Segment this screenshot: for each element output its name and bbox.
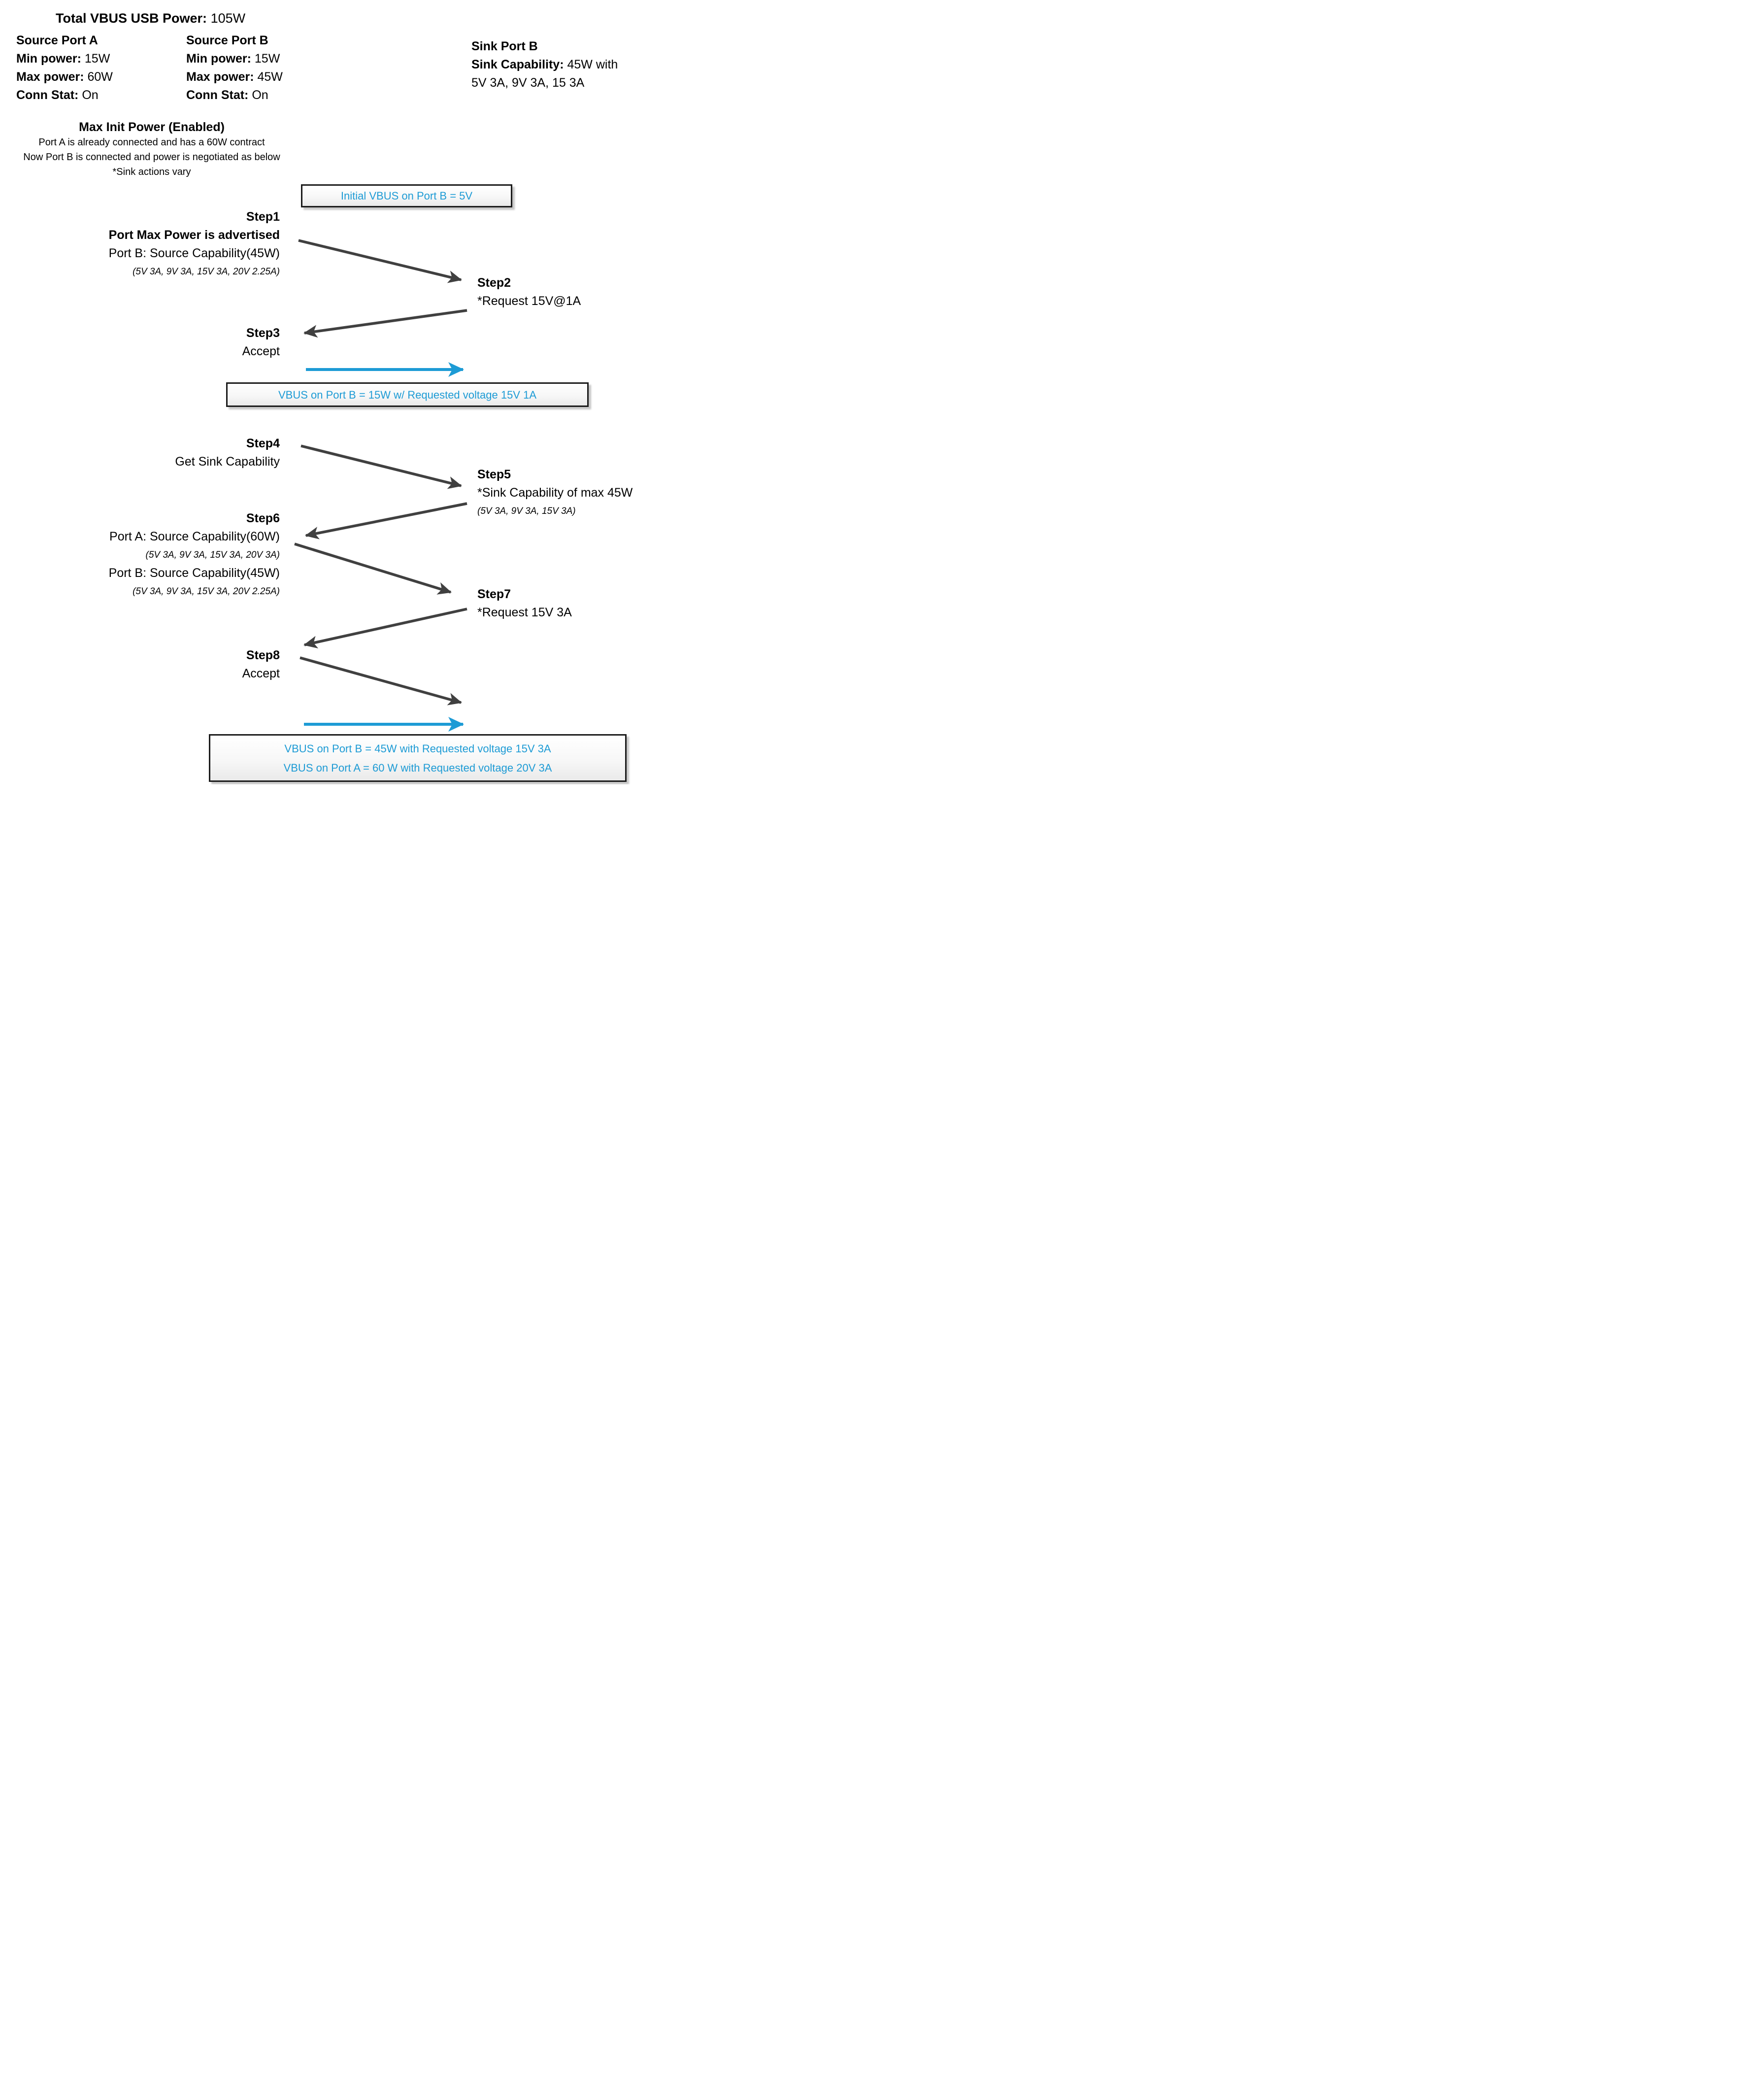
step5-pdo-list: (5V 3A, 9V 3A, 15V 3A): [477, 506, 576, 516]
step3-message: Accept: [242, 344, 280, 358]
step4-message: Get Sink Capability: [175, 455, 280, 469]
step5-message: *Sink Capability of max 45W: [477, 486, 633, 500]
scenario-line-1: Port A is already connected and has a 60…: [38, 137, 265, 148]
source-port-b-title: Source Port B: [186, 34, 268, 47]
step6-message-port-b: Port B: Source Capability(45W): [108, 566, 280, 580]
sink-port-b-title: Sink Port B: [471, 39, 538, 53]
total-power-value: 105W: [210, 11, 246, 26]
banner-mid-vbus: VBUS on Port B = 15W w/ Requested voltag…: [226, 382, 589, 407]
step7-label: Step7: [477, 587, 511, 601]
source-port-a-conn-stat: Conn Stat: On: [16, 88, 99, 102]
total-power-label: Total VBUS USB Power:: [56, 11, 207, 26]
source-port-b-conn-stat: Conn Stat: On: [186, 88, 268, 102]
source-port-a-max-power: Max power: 60W: [16, 70, 113, 84]
step1-heading: Port Max Power is advertised: [108, 228, 280, 242]
scenario-note: Max Init Power (Enabled) Port A is alrea…: [0, 119, 303, 179]
banner-final-line-2: VBUS on Port A = 60 W with Requested vol…: [283, 761, 552, 774]
message-arrow-step5-to-step6: [305, 502, 467, 540]
step1-pdo-list: (5V 3A, 9V 3A, 15V 3A, 20V 2.25A): [133, 267, 280, 277]
banner-initial-vbus: Initial VBUS on Port B = 5V: [301, 184, 512, 207]
step3-block: Step3 Accept: [242, 324, 280, 361]
step2-block: Step2 *Request 15V@1A: [477, 274, 581, 310]
step2-label: Step2: [477, 276, 511, 290]
message-arrow-step2-to-step3: [303, 309, 467, 338]
source-port-a-panel: Source Port A Min power: 15W Max power: …: [16, 32, 113, 104]
step4-block: Step4 Get Sink Capability: [175, 435, 280, 471]
message-arrow-step6-to-step7: [294, 542, 452, 595]
message-arrow-step7-to-step8: [303, 607, 467, 649]
step7-block: Step7 *Request 15V 3A: [477, 585, 572, 622]
source-port-b-panel: Source Port B Min power: 15W Max power: …: [186, 32, 283, 104]
sink-port-b-panel: Sink Port B Sink Capability: 45W with 5V…: [471, 37, 618, 92]
step6-pdo-list-port-b: (5V 3A, 9V 3A, 15V 3A, 20V 2.25A): [133, 586, 280, 597]
step8-label: Step8: [246, 648, 280, 662]
source-port-a-title: Source Port A: [16, 34, 98, 47]
sink-port-b-capability: Sink Capability: 45W with: [471, 58, 618, 71]
step5-block: Step5 *Sink Capability of max 45W (5V 3A…: [477, 466, 632, 520]
step6-label: Step6: [246, 511, 280, 525]
step8-message: Accept: [242, 667, 280, 680]
step8-block: Step8 Accept: [242, 646, 280, 683]
banner-final-vbus: VBUS on Port B = 45W with Requested volt…: [209, 734, 627, 782]
scenario-line-2: Now Port B is connected and power is neg…: [23, 152, 280, 163]
banner-final-line-1: VBUS on Port B = 45W with Requested volt…: [284, 742, 551, 755]
scenario-title: Max Init Power (Enabled): [79, 120, 225, 134]
message-arrow-step8-down: [300, 656, 462, 706]
diagram-root: Total VBUS USB Power: 105W Source Port A…: [0, 0, 662, 784]
step1-block: Step1 Port Max Power is advertised Port …: [109, 208, 280, 281]
step2-message: *Request 15V@1A: [477, 294, 581, 308]
step1-message: Port B: Source Capability(45W): [108, 246, 280, 260]
message-arrow-step4-to-step5: [300, 444, 462, 489]
step6-message-port-a: Port A: Source Capability(60W): [109, 530, 280, 543]
sink-port-b-capability-pdos: 5V 3A, 9V 3A, 15 3A: [471, 76, 585, 90]
step3-label: Step3: [246, 326, 280, 340]
page-title: Total VBUS USB Power: 105W: [56, 11, 245, 26]
step5-label: Step5: [477, 468, 511, 481]
step7-message: *Request 15V 3A: [477, 606, 572, 619]
message-arrow-step1-to-step2: [298, 239, 462, 283]
source-port-b-max-power: Max power: 45W: [186, 70, 283, 84]
source-port-b-min-power: Min power: 15W: [186, 52, 280, 66]
scenario-line-3: *Sink actions vary: [112, 167, 191, 177]
step4-label: Step4: [246, 437, 280, 450]
step6-pdo-list-port-a: (5V 3A, 9V 3A, 15V 3A, 20V 3A): [145, 550, 280, 560]
step1-label: Step1: [246, 210, 280, 224]
step6-block: Step6 Port A: Source Capability(60W) (5V…: [109, 509, 280, 601]
source-port-a-min-power: Min power: 15W: [16, 52, 110, 66]
